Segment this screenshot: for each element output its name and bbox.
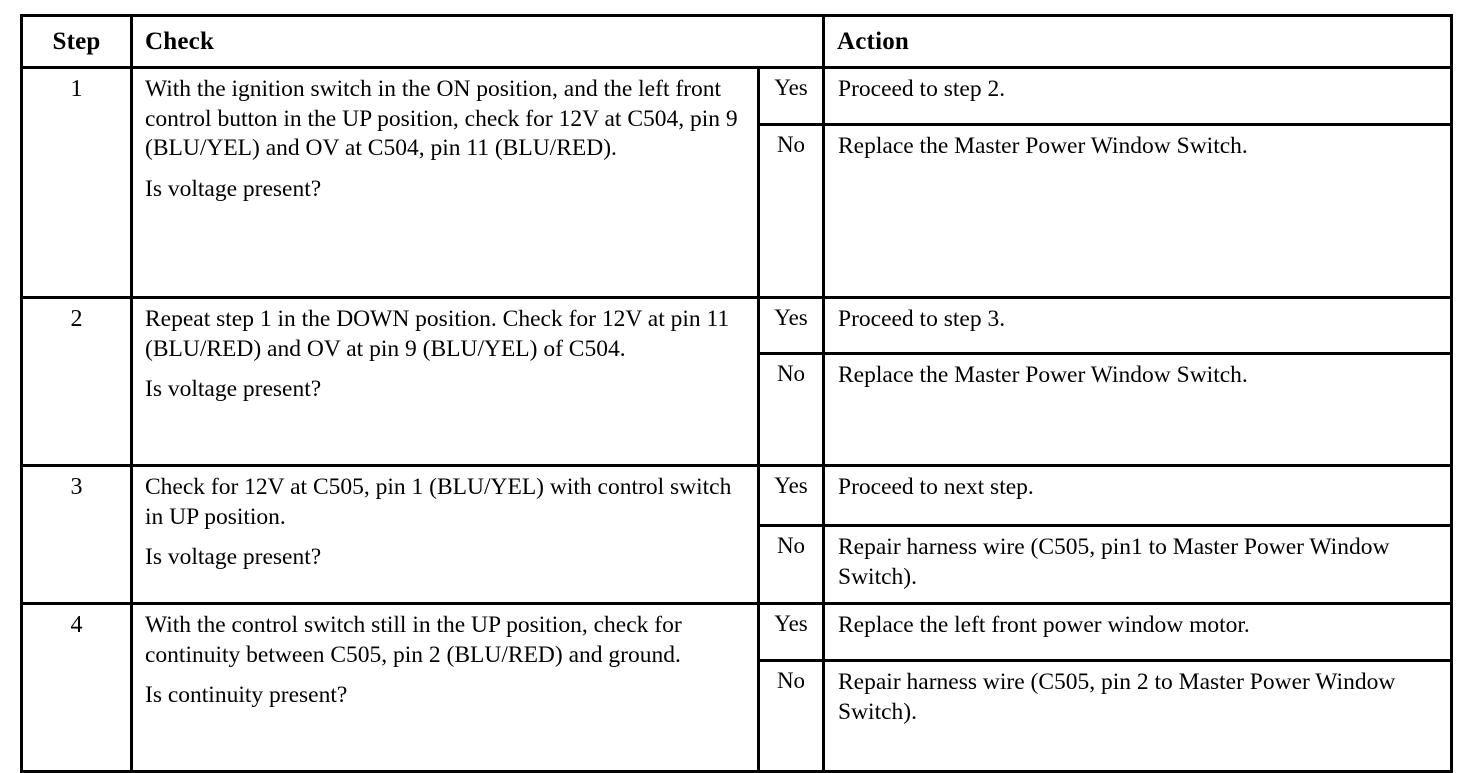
check-text: With the control switch still in the UP … bbox=[145, 612, 682, 668]
document-page: Step Check Action 1 With the ignition sw… bbox=[20, 14, 1453, 773]
answer-yes-label: Yes bbox=[757, 296, 825, 355]
action-yes: Replace the left front power window moto… bbox=[822, 602, 1453, 662]
step-number: 4 bbox=[20, 602, 133, 773]
header-check: Check bbox=[130, 14, 825, 69]
action-yes: Proceed to step 3. bbox=[822, 296, 1453, 355]
table-row: 3 Check for 12V at C505, pin 1 (BLU/YEL)… bbox=[20, 464, 1453, 605]
check-question: Is voltage present? bbox=[145, 175, 322, 202]
check-description: With the ignition switch in the ON posit… bbox=[130, 66, 760, 299]
check-text: Check for 12V at C505, pin 1 (BLU/YEL) w… bbox=[145, 474, 732, 530]
action-no-text: Repair harness wire (C505, pin1 to Maste… bbox=[838, 534, 1390, 590]
table-body: 1 With the ignition switch in the ON pos… bbox=[20, 66, 1453, 773]
answer-yes-label: Yes bbox=[757, 66, 825, 126]
action-yes: Proceed to next step. bbox=[822, 464, 1453, 527]
answer-no-label: No bbox=[757, 524, 825, 605]
action-yes: Proceed to step 2. bbox=[822, 66, 1453, 126]
check-description: Check for 12V at C505, pin 1 (BLU/YEL) w… bbox=[130, 464, 760, 605]
header-row: Step Check Action bbox=[20, 14, 1453, 69]
action-no-text: Repair harness wire (C505, pin 2 to Mast… bbox=[838, 669, 1396, 725]
check-text: With the ignition switch in the ON posit… bbox=[145, 76, 738, 162]
table-row: No Replace the Master Power Window Switc… bbox=[22, 352, 1453, 467]
header-action: Action bbox=[822, 14, 1453, 69]
action-yes-text: Replace the left front power window moto… bbox=[838, 612, 1250, 638]
table-header: Step Check Action bbox=[20, 14, 1453, 69]
check-question: Is voltage present? bbox=[145, 376, 322, 403]
check-question: Is continuity present? bbox=[145, 682, 348, 709]
table-row: 4 With the control switch still in the U… bbox=[20, 602, 1453, 773]
action-no-text: Replace the Master Power Window Switch. bbox=[838, 362, 1248, 388]
check-question: Is voltage present? bbox=[145, 544, 322, 571]
answer-yes-label: Yes bbox=[757, 464, 825, 527]
answer-no-label: No bbox=[757, 123, 825, 299]
header-step: Step bbox=[20, 14, 133, 69]
step-number: 1 bbox=[20, 66, 133, 299]
check-description: Repeat step 1 in the DOWN position. Chec… bbox=[130, 296, 760, 467]
table-row: No Repair harness wire (C505, pin1 to Ma… bbox=[22, 524, 1453, 605]
answer-yes-label: Yes bbox=[757, 602, 825, 662]
action-yes-text: Proceed to step 3. bbox=[838, 306, 1006, 332]
answer-no-label: No bbox=[757, 659, 825, 773]
action-no-text: Replace the Master Power Window Switch. bbox=[838, 133, 1248, 159]
action-no: Replace the Master Power Window Switch. bbox=[822, 123, 1453, 299]
action-yes-text: Proceed to next step. bbox=[838, 474, 1034, 500]
action-no: Replace the Master Power Window Switch. bbox=[822, 352, 1453, 467]
step-number: 3 bbox=[20, 464, 133, 605]
check-description: With the control switch still in the UP … bbox=[130, 602, 760, 773]
action-no: Repair harness wire (C505, pin 2 to Mast… bbox=[822, 659, 1453, 773]
step-number: 2 bbox=[20, 296, 133, 467]
answer-no-label: No bbox=[757, 352, 825, 467]
table-row: 2 Repeat step 1 in the DOWN position. Ch… bbox=[20, 296, 1453, 467]
table-row: No Replace the Master Power Window Switc… bbox=[22, 123, 1453, 299]
table-row: 1 With the ignition switch in the ON pos… bbox=[20, 66, 1453, 299]
action-no: Repair harness wire (C505, pin1 to Maste… bbox=[822, 524, 1453, 605]
diagnostic-troubleshooting-table: Step Check Action 1 With the ignition sw… bbox=[20, 14, 1453, 773]
action-yes-text: Proceed to step 2. bbox=[838, 76, 1006, 102]
check-text: Repeat step 1 in the DOWN position. Chec… bbox=[145, 306, 730, 362]
